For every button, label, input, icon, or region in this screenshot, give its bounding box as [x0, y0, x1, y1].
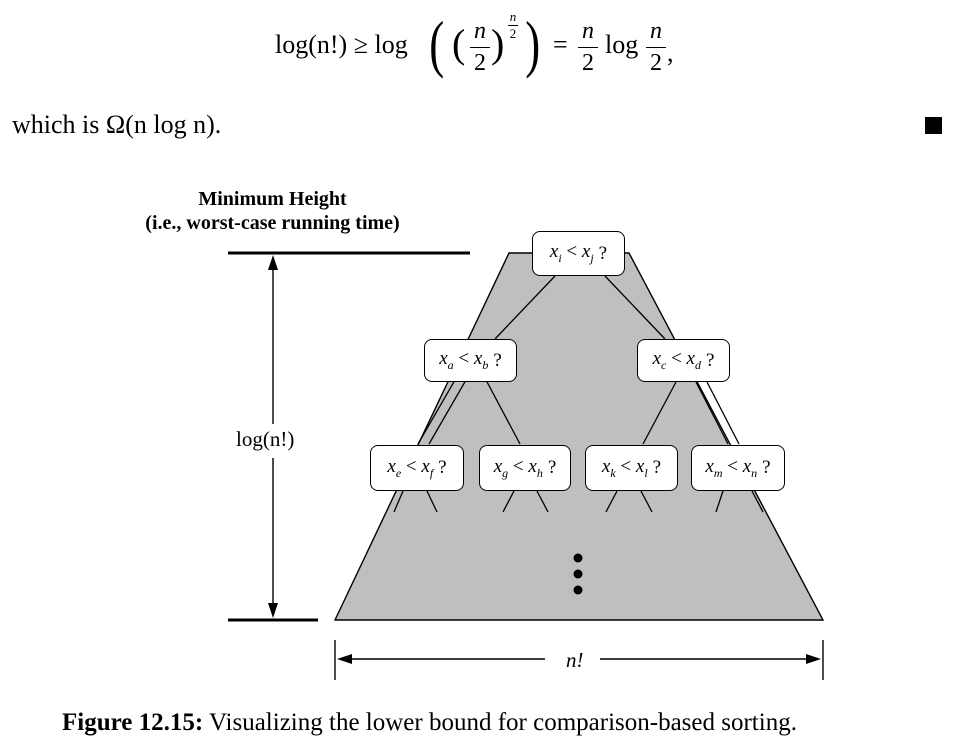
- edge-l1-left-b: [428, 379, 467, 445]
- rhs-frac-bar: [578, 47, 598, 49]
- inner-right-paren: ): [491, 21, 505, 66]
- node-root-expr: xi < xj: [549, 241, 594, 265]
- figure-heading-line2: (i.e., worst-case running time): [145, 212, 400, 234]
- edge-l1-left-a: [417, 379, 456, 445]
- edge-l1-right-a: [642, 381, 677, 445]
- rhs2-frac-bar: [646, 47, 666, 49]
- edge-root-right: [604, 275, 666, 340]
- exp-den: 2: [509, 26, 517, 41]
- rhs2-frac-num: n: [650, 18, 662, 44]
- edge-leaf3-a: [605, 490, 618, 513]
- tree-trapezoid: [333, 252, 825, 621]
- node-l1-left-expr: xa < xb: [439, 348, 489, 372]
- tree-edges: [393, 275, 764, 513]
- inner-frac-bar: [470, 47, 490, 49]
- inner-frac-num: n: [474, 18, 486, 44]
- ellipsis-dot-1: [573, 553, 583, 563]
- width-arrowhead-left: [337, 654, 352, 664]
- node-l2-4-expr: xm < xn: [705, 455, 758, 480]
- width-label: n!: [566, 648, 584, 672]
- width-arrowhead-right: [806, 654, 821, 664]
- edge-leaf3-b: [640, 490, 653, 513]
- ellipsis-dot-3: [573, 585, 583, 595]
- node-l2-2-expr: xg < xh: [493, 455, 543, 480]
- rhs2-frac-den: 2: [650, 50, 662, 76]
- node-l1-left: xa < xb?: [424, 339, 517, 382]
- edge-leaf4-a: [715, 490, 724, 513]
- caption-text: Visualizing the lower bound for comparis…: [203, 709, 797, 736]
- edge-leaf1-a: [393, 490, 404, 513]
- exp-bar: [508, 25, 518, 26]
- node-l1-right-expr: xc < xd: [652, 348, 701, 372]
- equation-comma: ,: [667, 38, 674, 67]
- edge-leaf2-a: [502, 490, 515, 513]
- node-l1-right: xc < xd?: [637, 339, 730, 382]
- edge-l1-right-c: [706, 381, 740, 445]
- node-l2-3: xk < xl?: [585, 445, 678, 491]
- edge-leaf4-b: [751, 490, 764, 513]
- node-l2-1: xe < xf?: [370, 445, 464, 491]
- height-arrowhead-down: [268, 603, 278, 618]
- exp-num: n: [509, 9, 517, 24]
- height-arrowhead-up: [268, 255, 278, 270]
- equals-sign: =: [553, 30, 568, 59]
- rhs-log: log: [605, 30, 639, 59]
- node-l2-2: xg < xh?: [479, 445, 571, 491]
- edge-root-left: [494, 275, 556, 340]
- ellipsis-dot-2: [573, 569, 583, 579]
- height-label: log(n!): [236, 427, 294, 452]
- edge-leaf2-b: [536, 490, 549, 513]
- height-label-text: log(n!): [236, 427, 295, 451]
- qed-square-icon: [925, 117, 942, 134]
- edge-l1-right-b: [695, 381, 729, 445]
- edge-l1-left-c: [485, 379, 521, 445]
- figure-heading-line1: Minimum Height: [198, 188, 347, 210]
- inner-left-paren: (: [452, 21, 466, 66]
- node-l2-1-expr: xe < xf: [387, 455, 434, 480]
- edge-leaf1-b: [426, 490, 438, 513]
- equation-lhs: log(n!) ≥ log: [275, 30, 408, 59]
- node-root: xi < xj?: [532, 231, 625, 276]
- inner-frac-den: 2: [474, 50, 486, 76]
- node-l2-4: xm < xn?: [691, 445, 785, 491]
- outer-left-paren: (: [429, 8, 445, 79]
- figure-caption: Figure 12.15: Visualizing the lower boun…: [62, 709, 797, 737]
- rhs-frac-num: n: [582, 18, 594, 44]
- statement-text: which is Ω(n log n).: [12, 110, 222, 139]
- caption-label: Figure 12.15:: [62, 709, 204, 736]
- outer-right-paren: ): [525, 8, 541, 79]
- rhs-frac-den: 2: [582, 50, 594, 76]
- node-l2-3-expr: xk < xl: [601, 455, 648, 480]
